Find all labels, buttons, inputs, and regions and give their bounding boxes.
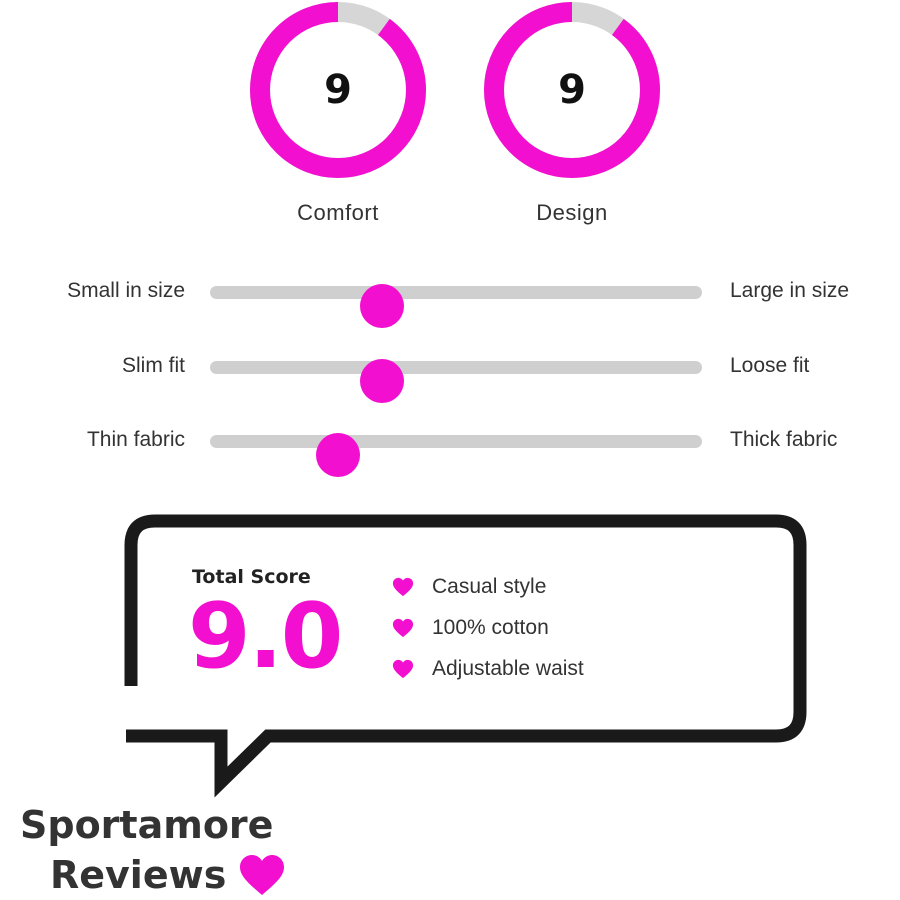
fabric-slider-row: Thin fabric Thick fabric [0, 421, 900, 477]
design-score-value: 9 [558, 67, 586, 113]
size-slider-track[interactable] [210, 284, 702, 328]
design-rating-ring: 9 [482, 0, 662, 180]
fit-slider-right-label: Loose fit [730, 354, 810, 377]
brand-name: Sportamore [20, 803, 274, 847]
heart-icon [240, 855, 285, 895]
feature-text: Adjustable waist [432, 656, 584, 680]
ring-progress-arc [484, 2, 660, 178]
fabric-slider-left-label: Thin fabric [86, 428, 185, 451]
fabric-slider-right-label: Thick fabric [730, 428, 838, 451]
brand-line-2: Reviews [20, 850, 286, 900]
fit-slider-left-label: Slim fit [122, 354, 185, 377]
fit-slider-track[interactable] [210, 359, 702, 403]
brand-tagline: Reviews [50, 853, 227, 897]
heart-icon [392, 659, 414, 678]
design-label: Design [536, 200, 608, 225]
comfort-label: Comfort [297, 200, 379, 225]
comfort-rating-ring: 9 [248, 0, 428, 180]
fit-slider-row: Slim fit Loose fit [0, 347, 900, 403]
feature-text: Casual style [432, 574, 547, 598]
fabric-slider-track[interactable] [210, 433, 702, 477]
feature-item: 100% cotton [392, 607, 584, 648]
heart-icon [392, 577, 414, 596]
brand-logo: Sportamore Reviews [20, 800, 286, 900]
design-ring-graphic [484, 2, 660, 178]
size-slider-left-label: Small in size [67, 279, 185, 302]
heart-icon [392, 618, 414, 637]
ring-progress-arc [250, 2, 426, 178]
feature-list: Casual style 100% cotton Adjustable wais… [392, 566, 584, 689]
feature-text: 100% cotton [432, 615, 549, 639]
feature-item: Adjustable waist [392, 648, 584, 689]
size-slider-row: Small in size Large in size [0, 272, 900, 328]
size-slider-knob[interactable] [360, 284, 405, 328]
feature-item: Casual style [392, 566, 584, 607]
size-slider-right-label: Large in size [730, 279, 850, 302]
comfort-ring-graphic [250, 2, 426, 178]
total-score-title: Total Score [192, 566, 311, 588]
fabric-slider-knob[interactable] [315, 433, 360, 477]
fit-slider-knob[interactable] [360, 359, 405, 403]
total-score-value: 9.0 [188, 584, 343, 689]
comfort-score-value: 9 [324, 67, 352, 113]
